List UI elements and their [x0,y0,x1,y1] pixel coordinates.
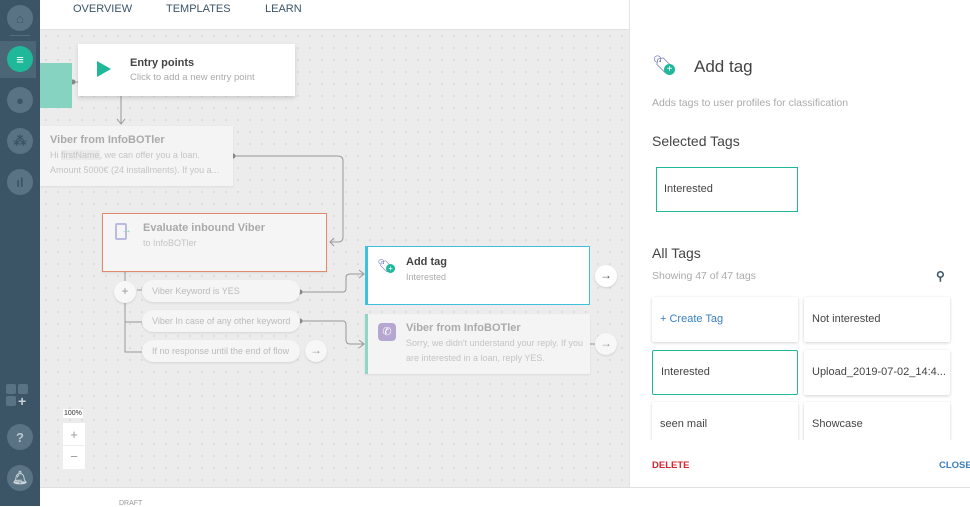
add-tag-card[interactable]: 🏷︎+ Add tag Interested [365,246,590,305]
apps-add-icon[interactable]: + [6,384,30,409]
sidebar: ⌂ ≡ ● ⁂ ıl + ? 🔔︎ [0,0,40,506]
search-icon[interactable]: ⚲ [936,269,945,283]
close-button[interactable]: CLOSE [939,460,970,471]
card-subtitle: Interested [406,272,447,282]
card-text: Hi firstName, we can offer you a loan.Am… [50,150,220,175]
tags-count: Showing 47 of 47 tags [652,270,756,282]
tag-add-icon: 🏷︎+ [377,258,395,273]
bell-icon[interactable]: 🔔︎ [7,465,33,491]
chat-icon[interactable]: ● [7,87,33,113]
tab-templates[interactable]: TEMPLATES [166,3,231,15]
tab-learn[interactable]: LEARN [265,3,302,15]
arrow-right-button[interactable]: → [595,265,617,287]
divider [10,35,30,36]
tag-item[interactable]: Not interested [804,297,950,342]
viber-message-card[interactable]: ✆ Viber from InfoBOTler Sorry, we didn't… [365,314,590,374]
connectors [70,79,600,353]
home-icon[interactable]: ⌂ [7,5,33,31]
top-nav: OVERVIEW TEMPLATES LEARN [40,0,629,30]
entry-title: Entry points [130,57,195,69]
arrow-right-button[interactable]: → [595,333,617,355]
tab-overview[interactable]: OVERVIEW [73,3,133,15]
delete-button[interactable]: DELETE [652,460,690,471]
selected-tags-heading: Selected Tags [652,133,740,149]
help-label: ? [16,429,24,445]
viber-icon: ✆ [378,323,396,341]
tag-item-selected[interactable]: Interested [652,350,798,395]
flow-canvas[interactable]: Entry points Click to add a new entry po… [40,30,629,487]
entry-points-card[interactable]: Entry points Click to add a new entry po… [78,44,295,96]
conversations-icon[interactable]: ≡ [7,46,33,72]
help-icon[interactable]: ? [7,424,33,450]
add-branch-button[interactable]: + [114,281,136,303]
play-icon [97,61,111,77]
zoom-in-button[interactable]: + [63,423,85,446]
tags-grid: + Create Tag Not interested Interested U… [630,292,970,440]
all-tags-heading: All Tags [652,245,701,261]
card-title: Evaluate inbound Viber [143,222,266,234]
tag-item[interactable]: seen mail [652,402,798,440]
card-title: Viber from InfoBOTler [406,322,521,334]
card-text: Sorry, we didn't understand your reply. … [406,338,583,363]
arrow-right-button[interactable]: → [305,340,327,362]
card-title: Add tag [406,256,447,268]
zoom-controls: + − [63,423,85,469]
tag-item[interactable]: Showcase [804,402,950,440]
analytics-icon[interactable]: ıl [7,169,33,195]
evaluate-inbound-card[interactable]: → Evaluate inbound Viber to InfoBOTler [102,213,327,272]
entry-node-partial[interactable] [40,63,72,108]
entry-subtitle: Click to add a new entry point [130,72,255,83]
panel-description: Adds tags to user profiles for classific… [652,97,849,109]
zoom-level: 100% [63,409,83,418]
branch-other-keyword[interactable]: Viber In case of any other keyword [142,310,300,332]
card-subtitle: to InfoBOTler [143,238,197,248]
zoom-out-button[interactable]: − [70,449,78,464]
card-title: Viber from InfoBOTler [50,134,165,146]
tag-item[interactable]: Upload_2019-07-02_14:4... [804,350,950,395]
panel-title: Add tag [694,57,753,76]
footer-bar: DRAFT [40,487,970,507]
branch-keyword-yes[interactable]: Viber Keyword is YES [142,280,300,302]
branch-no-response[interactable]: If no response until the end of flow [142,340,300,362]
add-tag-panel: 🏷︎+ Add tag Adds tags to user profiles f… [629,0,970,487]
people-icon[interactable]: ⁂ [7,128,33,154]
create-tag-button[interactable]: + Create Tag [652,297,798,342]
tag-add-icon: 🏷︎+ [652,55,675,75]
inbound-icon: → [115,223,132,240]
viber-message-card[interactable]: Viber from InfoBOTler Hi firstName, we c… [40,126,233,186]
selected-tag[interactable]: Interested [656,167,798,212]
status-label: DRAFT [119,500,143,507]
